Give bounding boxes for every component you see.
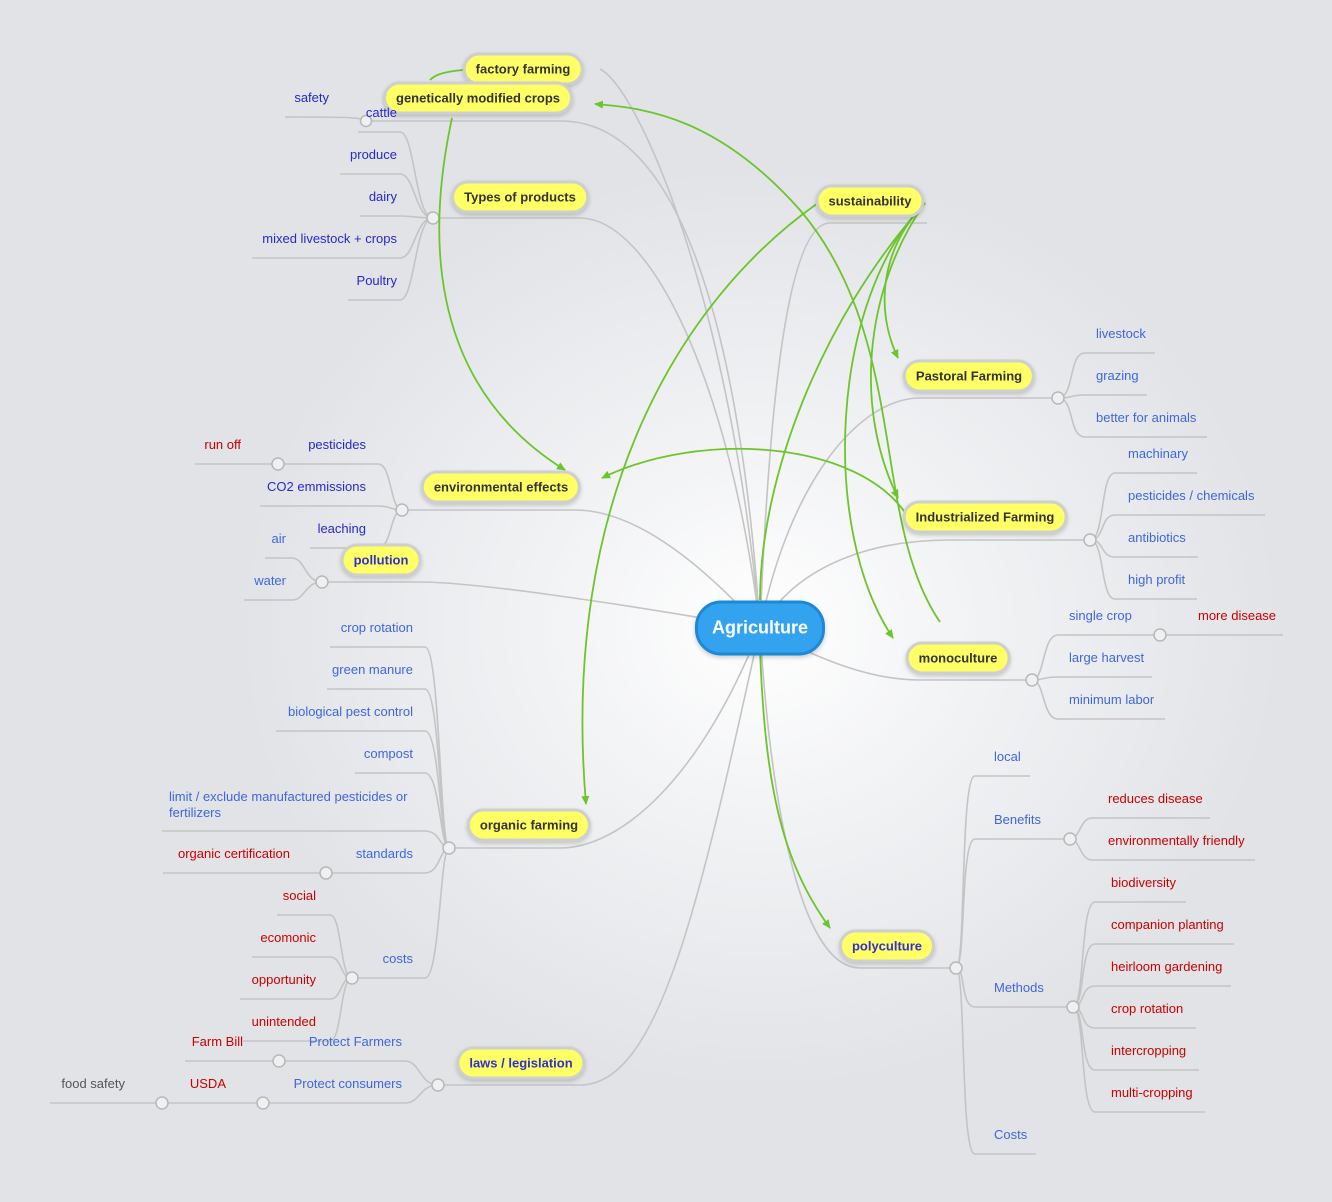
- subtopic-intercropping[interactable]: intercropping: [1111, 1043, 1187, 1058]
- subtopic-multi-cropping[interactable]: multi-cropping: [1111, 1085, 1193, 1100]
- subtopic-ecomonic[interactable]: ecomonic: [260, 930, 316, 945]
- subtopic-standards[interactable]: standards: [355, 846, 413, 861]
- subtopic-run-off[interactable]: run off: [204, 437, 241, 452]
- subtopic-local[interactable]: local: [994, 749, 1021, 764]
- subtopic-limit-exclude-line2[interactable]: fertilizers: [169, 805, 222, 820]
- topic-pastoral-farming[interactable]: Pastoral Farming: [902, 359, 1036, 393]
- subtopic-benefits[interactable]: Benefits: [994, 812, 1041, 827]
- subtopic-machinary[interactable]: machinary: [1128, 446, 1188, 461]
- topic-factory-farming[interactable]: factory farming: [462, 52, 584, 86]
- subtopic-large-harvest[interactable]: large harvest: [1069, 650, 1145, 665]
- topic-laws-legislation[interactable]: laws / legislation: [456, 1046, 586, 1080]
- subtopic-methods[interactable]: Methods: [994, 980, 1044, 995]
- subtopic-protect-farmers[interactable]: Protect Farmers: [308, 1034, 402, 1049]
- central-topic[interactable]: Agriculture: [694, 600, 826, 656]
- subtopic-high-profit[interactable]: high profit: [1128, 572, 1186, 587]
- topic-organic-farming[interactable]: organic farming: [466, 808, 592, 842]
- subtopic-air[interactable]: air: [271, 531, 286, 546]
- topic-monoculture[interactable]: monoculture: [905, 641, 1011, 675]
- subtopic-single-crop[interactable]: single crop: [1069, 608, 1132, 623]
- subtopic-reduces-disease[interactable]: reduces disease: [1108, 791, 1203, 806]
- subtopic-compost[interactable]: compost: [363, 746, 413, 761]
- topic-pollution[interactable]: pollution: [340, 543, 422, 577]
- subtopic-protect-consumers[interactable]: Protect consumers: [293, 1076, 402, 1091]
- subtopic-minimum-labor[interactable]: minimum labor: [1069, 692, 1155, 707]
- subtopic-pesticides[interactable]: pesticides: [308, 437, 366, 452]
- subtopic-more-disease[interactable]: more disease: [1198, 608, 1277, 623]
- subtopic-cattle[interactable]: cattle: [365, 105, 397, 120]
- relationship-arrows: [429, 69, 941, 929]
- subtopic-grazing[interactable]: grazing: [1096, 368, 1139, 383]
- subtopic-limit-exclude-line1[interactable]: limit / exclude manufactured pesticides …: [169, 789, 408, 804]
- subtopic-costs-poly[interactable]: Costs: [994, 1127, 1028, 1142]
- topic-polyculture[interactable]: polyculture: [838, 929, 936, 963]
- topic-environmental-effects[interactable]: environmental effects: [420, 470, 582, 504]
- subtopic-biological-pest-control[interactable]: biological pest control: [287, 704, 413, 719]
- subtopic-co2-emmissions[interactable]: CO2 emmissions: [267, 479, 366, 494]
- topic-industrialized-farming[interactable]: Industrialized Farming: [902, 500, 1068, 534]
- subtopic-crop-rotation[interactable]: crop rotation: [340, 620, 413, 635]
- subtopic-better-for-animals[interactable]: better for animals: [1096, 410, 1197, 425]
- subtopic-antibiotics[interactable]: antibiotics: [1128, 530, 1186, 545]
- topic-types-of-products[interactable]: Types of products: [451, 180, 589, 214]
- subtopic-usda[interactable]: USDA: [189, 1076, 226, 1091]
- collapse-knobs: [155, 114, 1167, 1110]
- topic-sustainability[interactable]: sustainability: [815, 184, 925, 218]
- topic-genetically-modified-crops[interactable]: genetically modified crops: [383, 81, 573, 115]
- subtopic-safety[interactable]: safety: [294, 90, 329, 105]
- subtopic-social[interactable]: social: [282, 888, 316, 903]
- subtopic-biodiversity[interactable]: biodiversity: [1111, 875, 1177, 890]
- subtopic-unintended[interactable]: unintended: [251, 1014, 316, 1029]
- subtopic-crop-rotation-poly[interactable]: crop rotation: [1111, 1001, 1184, 1016]
- types-branches: [252, 131, 434, 301]
- subtopic-produce[interactable]: produce: [350, 147, 397, 162]
- subtopic-heirloom-gardening[interactable]: heirloom gardening: [1111, 959, 1223, 974]
- subtopic-dairy[interactable]: dairy: [368, 189, 397, 204]
- subtopic-pesticides-chemicals[interactable]: pesticides / chemicals: [1128, 488, 1255, 503]
- subtopic-livestock[interactable]: livestock: [1096, 326, 1146, 341]
- subtopic-opportunity[interactable]: opportunity: [251, 972, 316, 987]
- subtopic-leaching[interactable]: leaching: [317, 521, 366, 536]
- subtopic-costs[interactable]: costs: [382, 951, 413, 966]
- subtopic-farm-bill[interactable]: Farm Bill: [191, 1034, 243, 1049]
- subtopic-organic-certification[interactable]: organic certification: [178, 846, 290, 861]
- subtopic-companion-planting[interactable]: companion planting: [1111, 917, 1224, 932]
- subtopic-poultry[interactable]: Poultry: [356, 273, 397, 288]
- subtopic-water[interactable]: water: [254, 573, 286, 588]
- organic-branches: [162, 646, 450, 1042]
- subtopic-food-safety[interactable]: food safety: [61, 1076, 125, 1091]
- subtopic-mixed-livestock-crops[interactable]: mixed livestock + crops: [262, 231, 397, 246]
- subtopic-environmentally-friendly[interactable]: environmentally friendly: [1108, 833, 1245, 848]
- subtopic-green-manure[interactable]: green manure: [332, 662, 413, 677]
